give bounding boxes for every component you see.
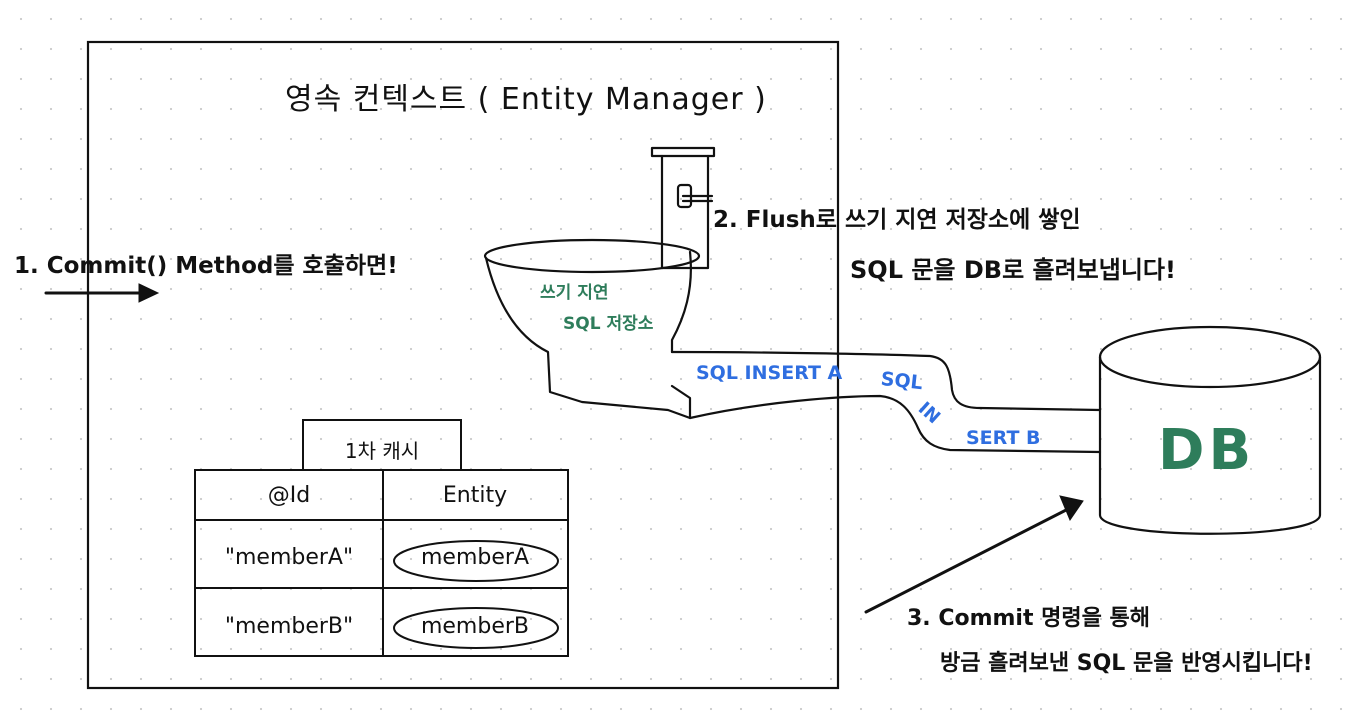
cache-row2-id: "memberB" (224, 614, 354, 639)
sql-insert-b-part3: SERT B (966, 427, 1041, 449)
step3-note-line2: 방금 흘려보낸 SQL 문을 반영시킵니다! (940, 651, 1313, 676)
sql-pipe (670, 350, 1102, 454)
step2-note-line1: 2. Flush로 쓰기 지연 저장소에 쌓인 (713, 207, 1081, 233)
cache-row1-entity: memberA (421, 545, 529, 570)
step1-note: 1. Commit() Method를 호출하면! (14, 253, 398, 279)
cache-title: 1차 캐시 (344, 439, 420, 463)
commit-db-arrow (864, 495, 1084, 614)
cache-row2-entity: memberB (420, 614, 530, 639)
db-label: DB (1158, 418, 1256, 483)
cache-header-entity: Entity (442, 483, 508, 508)
write-buffer-label-line1: 쓰기 지연 (540, 283, 609, 303)
step3-note-line1: 3. Commit 명령을 통해 (907, 606, 1151, 631)
toilet-write-buffer (483, 146, 716, 420)
sql-insert-a: SQL INSERT A (696, 362, 843, 384)
sql-insert-b-part1: SQL (879, 368, 924, 395)
persistence-context-box (86, 40, 840, 690)
cache-row1-id: "memberA" (224, 545, 354, 570)
cache-header-id: @Id (267, 483, 311, 508)
db-cylinder (1098, 325, 1322, 535)
commit-arrow (44, 283, 160, 303)
first-level-cache (194, 419, 569, 657)
persistence-context-title: 영속 컨텍스트 ( Entity Manager ) (285, 82, 767, 117)
write-buffer-label-line2: SQL 저장소 (563, 314, 654, 334)
step2-note-line2: SQL 문을 DB로 흘려보냅니다! (850, 256, 1176, 284)
